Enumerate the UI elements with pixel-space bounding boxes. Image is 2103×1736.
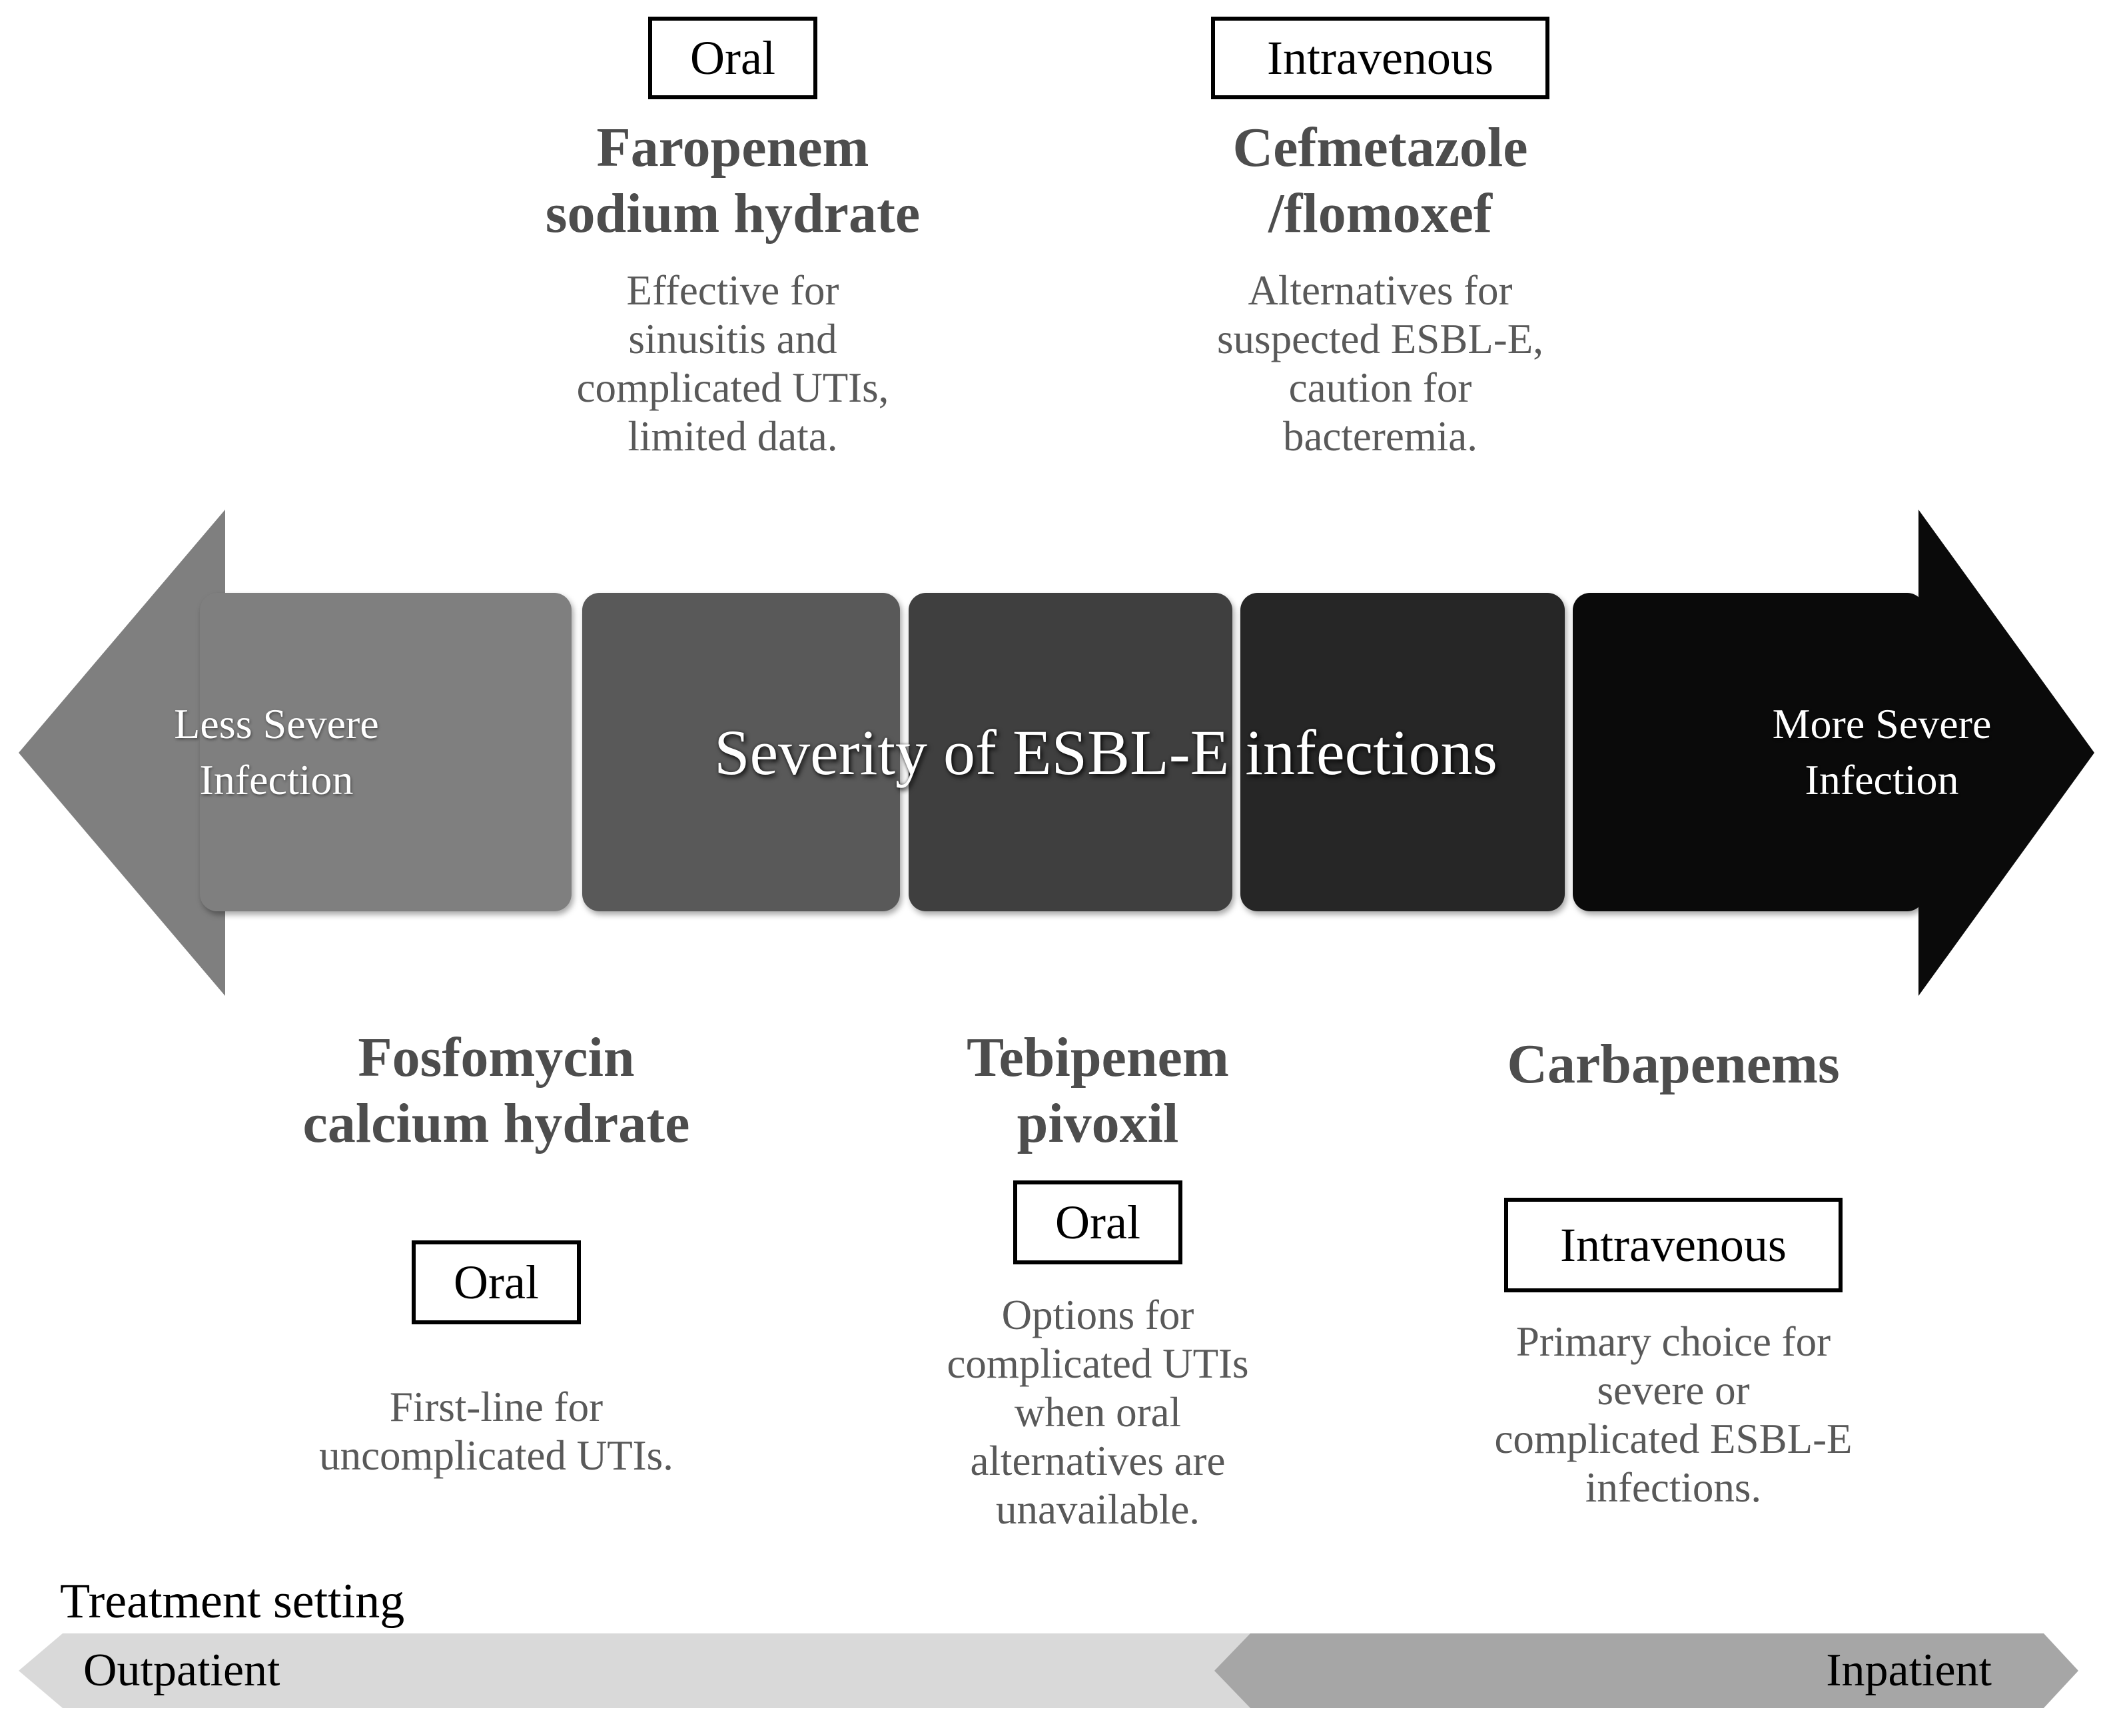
carbapenems-description: Primary choice for severe or complicated… xyxy=(1494,1318,1853,1511)
less-severe-label: Less Severe Infection xyxy=(174,700,379,803)
carbapenems-route-box: Intravenous xyxy=(1504,1198,1843,1292)
fosfomycin-description: First-line for uncomplicated UTIs. xyxy=(319,1384,673,1479)
more-severe-arrow-body xyxy=(1573,593,1924,911)
treatment-setting-label: Treatment setting xyxy=(60,1574,405,1629)
cefmetazole-route-box: Intravenous xyxy=(1211,17,1549,99)
faropenem-description: Effective for sinusitis and complicated … xyxy=(576,267,889,460)
outpatient-banner xyxy=(19,1633,1252,1708)
faropenem-route-label: Oral xyxy=(690,31,775,85)
carbapenems-route-label: Intravenous xyxy=(1560,1218,1787,1272)
cefmetazole-description: Alternatives for suspected ESBL-E, cauti… xyxy=(1217,267,1543,460)
inpatient-label: Inpatient xyxy=(1826,1645,1992,1696)
faropenem-name: Faropenem sodium hydrate xyxy=(545,117,921,244)
cefmetazole-route-label: Intravenous xyxy=(1267,31,1493,85)
severity-segment-4 xyxy=(1240,593,1565,911)
carbapenems-name: Carbapenems xyxy=(1507,1033,1840,1095)
more-severe-label: More Severe Infection xyxy=(1772,700,1992,803)
severity-arrow-title: Severity of ESBL-E infections xyxy=(714,716,1497,788)
tebipenem-route-box: Oral xyxy=(1013,1180,1182,1264)
tebipenem-description: Options for complicated UTIs when oral a… xyxy=(947,1292,1249,1533)
tebipenem-name: Tebipenem pivoxil xyxy=(967,1027,1229,1154)
cefmetazole-name: Cefmetazole /flomoxef xyxy=(1232,117,1528,244)
faropenem-route-box: Oral xyxy=(648,17,817,99)
inpatient-banner xyxy=(1214,1633,2078,1708)
outpatient-label: Outpatient xyxy=(83,1645,280,1696)
tebipenem-route-label: Oral xyxy=(1055,1195,1140,1249)
less-severe-arrow-body xyxy=(200,593,572,911)
fosfomycin-route-box: Oral xyxy=(412,1240,581,1324)
severity-segment-2 xyxy=(582,593,900,911)
fosfomycin-route-label: Oral xyxy=(454,1255,539,1309)
severity-segment-3 xyxy=(909,593,1232,911)
fosfomycin-name: Fosfomycin calcium hydrate xyxy=(302,1027,690,1154)
